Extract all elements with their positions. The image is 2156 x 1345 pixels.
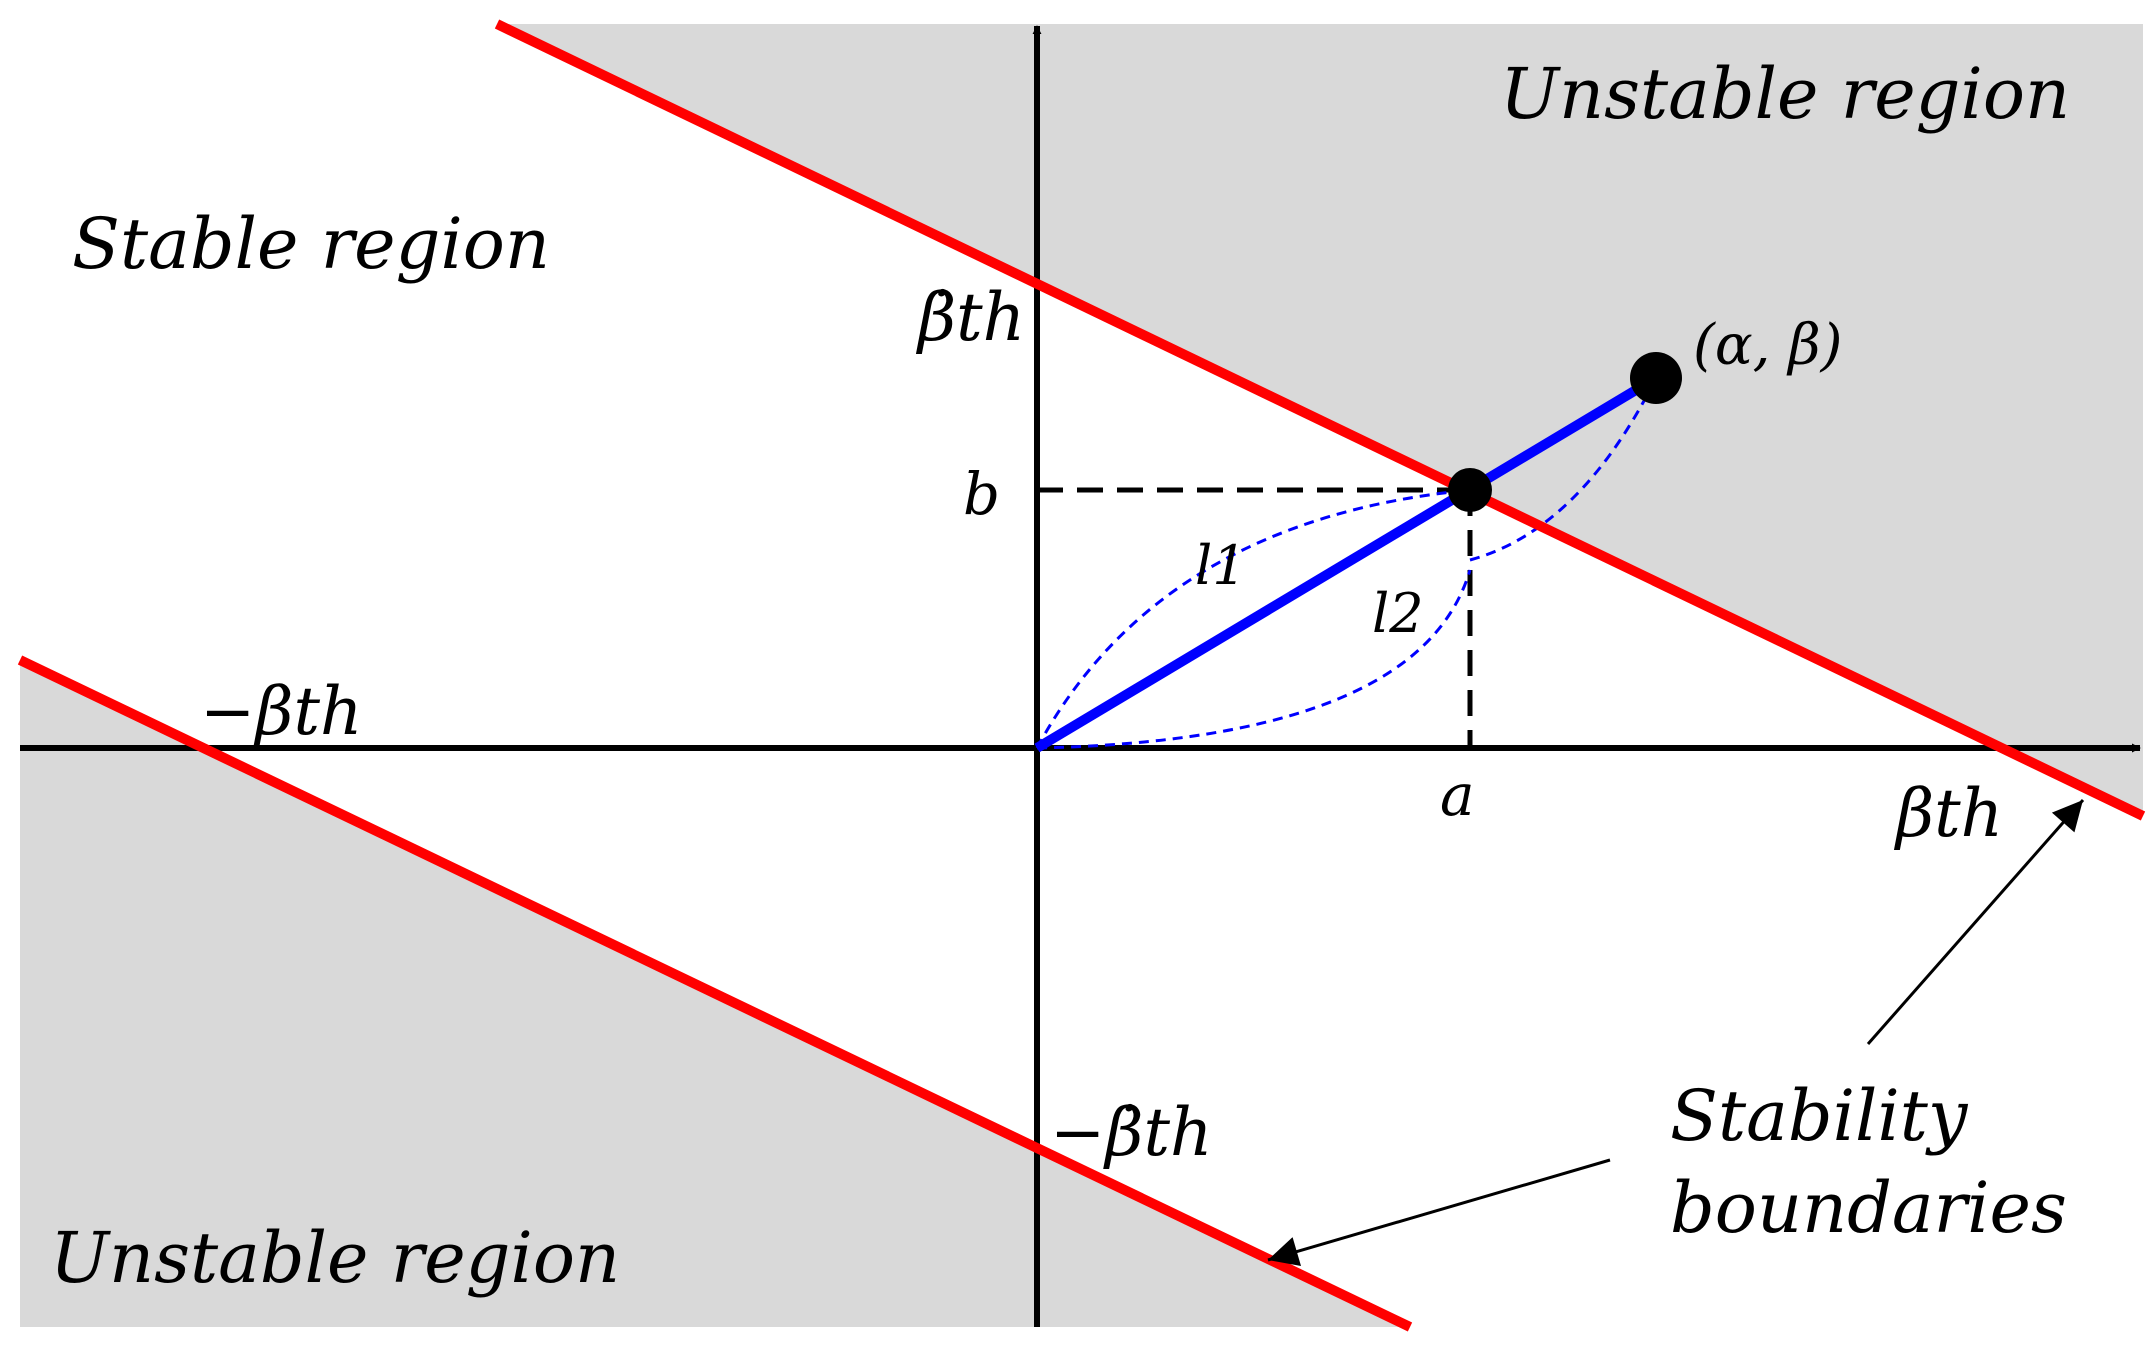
unstable-region-top-label: Unstable region [1500, 53, 2070, 135]
stability-boundaries-label-line2: boundaries [1670, 1167, 2067, 1249]
intersection-point [1448, 468, 1492, 512]
stability-boundary-upper [494, 19, 2146, 821]
pointer-arrow-upper [1866, 799, 2085, 1045]
beta-dot-th-label: β̇th [915, 279, 1025, 356]
beta-th-label: βth [1893, 775, 2003, 852]
trajectory-solid [1034, 373, 1659, 753]
path-extension-dashed [1469, 377, 1658, 562]
point-label: (α, β) [1693, 313, 1843, 378]
l1-label: l1 [1195, 534, 1247, 597]
stable-region-label: Stable region [72, 203, 550, 285]
state-point [1630, 352, 1682, 404]
stability-boundary-lower [17, 655, 1413, 1332]
neg-beta-th-label: −βth [200, 673, 363, 750]
stability-boundaries-label-line1: Stability [1670, 1075, 1969, 1157]
neg-beta-dot-th-label: −β̇th [1050, 1094, 1213, 1171]
l2-label: l2 [1372, 582, 1424, 645]
path-l1-dashed [1035, 488, 1471, 749]
path-l2-dashed [1036, 569, 1472, 750]
a-label: a [1440, 761, 1475, 829]
unstable-region-bottom-label: Unstable region [50, 1217, 620, 1299]
b-label: b [963, 460, 1000, 528]
pointer-arrow-lower [1267, 1158, 1611, 1266]
